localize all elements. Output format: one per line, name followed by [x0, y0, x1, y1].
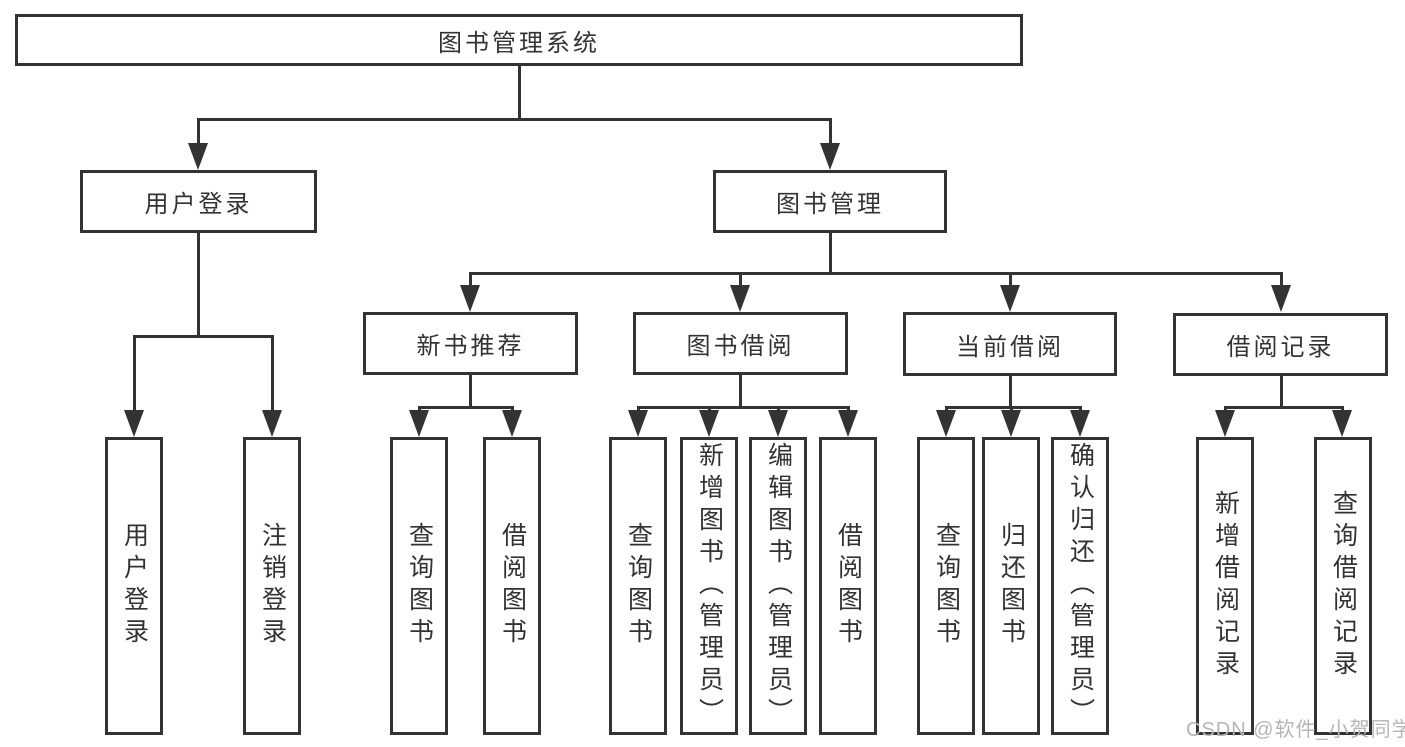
- leaf-label: 查询图书: [932, 522, 961, 650]
- arrowhead-icon: [124, 410, 144, 437]
- leaf-label: 查询借阅记录: [1329, 490, 1358, 682]
- node-label: 图书借阅: [686, 333, 795, 360]
- leaf-borrow-books: 借阅图书: [819, 437, 877, 735]
- leaf-add-book-admin: 新增图书（管理员）: [680, 437, 738, 735]
- connector-line: [133, 335, 136, 415]
- leaf-user-login: 用户登录: [105, 437, 163, 735]
- arrowhead-icon: [730, 285, 750, 312]
- arrowhead-icon: [1001, 410, 1021, 437]
- arrowhead-icon: [1070, 410, 1090, 437]
- node-label: 图书管理: [776, 191, 884, 218]
- node-label: 新书推荐: [416, 333, 525, 360]
- arrowhead-icon: [628, 410, 648, 437]
- connector-line: [133, 335, 274, 338]
- node-borrow-records: 借阅记录: [1173, 313, 1388, 376]
- connector-line: [829, 233, 832, 275]
- connector-line: [418, 406, 514, 409]
- connector-line: [1009, 376, 1012, 409]
- node-label: 借阅记录: [1226, 334, 1335, 361]
- leaf-query-books-current: 查询图书: [917, 437, 975, 735]
- connector-line: [1280, 376, 1283, 409]
- connector-line: [945, 406, 1082, 409]
- leaf-add-borrow-record: 新增借阅记录: [1196, 437, 1254, 735]
- arrowhead-icon: [262, 410, 282, 437]
- arrowhead-icon: [936, 410, 956, 437]
- node-label: 用户登录: [144, 191, 253, 218]
- node-system-root: 图书管理系统: [15, 14, 1023, 66]
- leaf-query-borrow-record: 查询借阅记录: [1314, 437, 1372, 735]
- node-book-borrow: 图书借阅: [633, 312, 848, 375]
- arrowhead-icon: [768, 410, 788, 437]
- connector-line: [739, 272, 742, 290]
- leaf-label: 查询图书: [405, 522, 434, 650]
- leaf-label: 借阅图书: [834, 522, 863, 650]
- connector-line: [271, 335, 274, 415]
- arrowhead-icon: [460, 285, 480, 312]
- arrowhead-icon: [409, 410, 429, 437]
- connector-line: [469, 375, 472, 409]
- node-user-login: 用户登录: [80, 170, 317, 233]
- leaf-query-books-borrow: 查询图书: [609, 437, 667, 735]
- leaf-label: 用户登录: [120, 522, 149, 650]
- connector-line: [829, 118, 832, 150]
- arrowhead-icon: [1215, 410, 1235, 437]
- node-new-book-recommend: 新书推荐: [363, 312, 578, 375]
- connector-line: [1280, 272, 1283, 290]
- leaf-logout: 注销登录: [243, 437, 301, 735]
- leaf-label: 查询图书: [624, 522, 653, 650]
- watermark: CSDN @软件_小贺同学: [1186, 719, 1405, 741]
- node-label: 当前借阅: [956, 333, 1064, 361]
- leaf-return-book: 归还图书: [982, 437, 1040, 735]
- connector-line: [518, 64, 521, 120]
- leaf-label: 新增图书（管理员）: [695, 442, 724, 730]
- arrowhead-icon: [838, 410, 858, 437]
- leaf-confirm-return-admin: 确认归还（管理员）: [1051, 437, 1109, 735]
- node-label: 图书管理系统: [438, 29, 600, 57]
- connector-line: [637, 406, 850, 409]
- arrowhead-icon: [820, 143, 840, 170]
- arrowhead-icon: [1332, 410, 1352, 437]
- connector-line: [1224, 406, 1344, 409]
- leaf-label: 新增借阅记录: [1211, 490, 1240, 682]
- leaf-label: 确认归还（管理员）: [1066, 442, 1095, 730]
- arrowhead-icon: [1000, 285, 1020, 312]
- arrowhead-icon: [502, 410, 522, 437]
- connector-line: [469, 272, 1283, 275]
- leaf-label: 注销登录: [258, 522, 287, 650]
- connector-line: [197, 118, 831, 121]
- node-book-management: 图书管理: [713, 170, 947, 233]
- arrowhead-icon: [188, 143, 208, 170]
- connector-line: [739, 375, 742, 409]
- arrowhead-icon: [1271, 285, 1291, 312]
- node-current-borrow: 当前借阅: [903, 312, 1117, 376]
- connector-line: [469, 272, 472, 290]
- connector-line: [197, 118, 200, 150]
- leaf-label: 编辑图书（管理员）: [764, 442, 793, 730]
- connector-line: [1009, 272, 1012, 290]
- leaf-label: 归还图书: [997, 522, 1026, 650]
- leaf-query-books-recommend: 查询图书: [390, 437, 448, 735]
- leaf-borrow-books-recommend: 借阅图书: [483, 437, 541, 735]
- arrowhead-icon: [699, 410, 719, 437]
- leaf-label: 借阅图书: [498, 522, 527, 650]
- leaf-edit-book-admin: 编辑图书（管理员）: [749, 437, 807, 735]
- connector-line: [197, 233, 200, 338]
